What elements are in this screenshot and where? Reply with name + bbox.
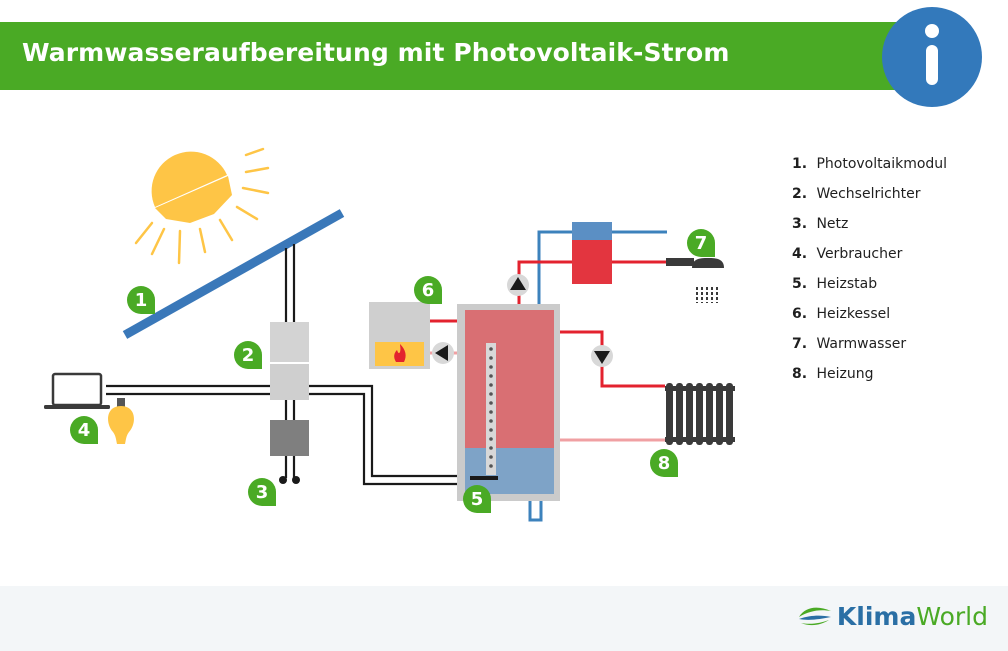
- pump-arrow-icon: [432, 274, 613, 367]
- svg-text:2: 2: [242, 345, 255, 366]
- inverter-box-lower: [270, 364, 309, 400]
- svg-text:7: 7: [695, 233, 708, 254]
- brand-name-part1: Klima: [836, 602, 917, 631]
- title-banner: [0, 22, 920, 90]
- badge-2: 2: [234, 341, 262, 369]
- badge-1: 1: [127, 286, 155, 314]
- legend-item: 1. Photovoltaikmodul: [792, 156, 948, 172]
- brand-swoosh-icon: [797, 603, 833, 633]
- legend-item: 6. Heizkessel: [792, 306, 891, 322]
- svg-text:1: 1: [135, 290, 148, 311]
- inverter-box: [270, 322, 309, 362]
- page-title: Warmwasseraufbereitung mit Photovoltaik-…: [22, 38, 730, 67]
- legend-item: 3. Netz: [792, 216, 849, 232]
- svg-text:4: 4: [78, 420, 91, 441]
- pv-module: [122, 209, 345, 339]
- svg-text:5: 5: [471, 489, 484, 510]
- sun-icon: [134, 147, 270, 265]
- storage-tank: [457, 304, 560, 501]
- laptop-icon: [44, 372, 110, 409]
- footer-bar: [0, 586, 1008, 651]
- brand-name-part2: World: [916, 602, 988, 631]
- radiator-icon: [665, 383, 735, 445]
- grid-meter-box: [270, 420, 309, 456]
- legend-item: 2. Wechselrichter: [792, 186, 921, 202]
- svg-text:3: 3: [256, 482, 269, 503]
- legend-item: 5. Heizstab: [792, 276, 878, 292]
- badge-3: 3: [248, 478, 276, 506]
- legend-item: 7. Warmwasser: [792, 336, 907, 352]
- badge-4: 4: [70, 416, 98, 444]
- svg-text:8: 8: [658, 453, 671, 474]
- water-heater-unit: [572, 222, 612, 284]
- badge-8: 8: [650, 449, 678, 477]
- shower-icon: [666, 258, 724, 303]
- legend-list: 1. Photovoltaikmodul 2. Wechselrichter 3…: [792, 156, 947, 396]
- legend-item: 8. Heizung: [792, 366, 874, 382]
- badge-6: 6: [414, 276, 442, 304]
- light-bulb-icon: [108, 398, 134, 444]
- brand-logo[interactable]: KlimaWorld: [797, 602, 988, 633]
- svg-text:6: 6: [422, 280, 435, 301]
- heating-rod: [470, 343, 498, 480]
- legend-item: 4. Verbraucher: [792, 246, 903, 262]
- badge-5: 5: [463, 485, 491, 513]
- info-icon: [882, 7, 982, 107]
- flame-icon: [394, 344, 406, 362]
- badge-7: 7: [687, 229, 715, 257]
